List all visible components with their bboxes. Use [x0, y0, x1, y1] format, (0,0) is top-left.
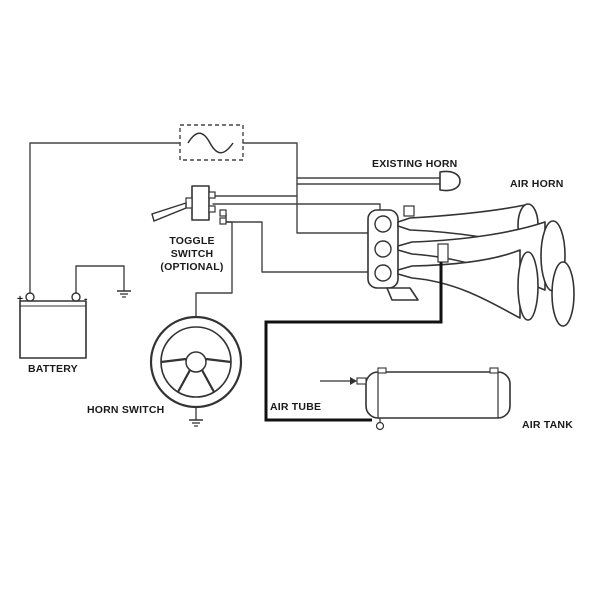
horn-switch-label: HORN SWITCH — [87, 404, 164, 416]
wire-battery-ground — [75, 265, 125, 297]
battery-positive-terminal — [25, 292, 35, 302]
toggle-switch-icon — [151, 185, 227, 225]
existing-horn-label: EXISTING HORN — [372, 158, 457, 170]
toggle-switch-label-line2: SWITCH — [171, 248, 214, 260]
toggle-switch-label-line1: TOGGLE — [169, 235, 214, 247]
wire-toggle-to-compressor — [225, 213, 381, 273]
battery-negative-sign: - — [84, 293, 88, 305]
battery-icon — [19, 292, 87, 359]
battery-positive-sign: + — [17, 293, 23, 305]
air-tank-icon — [320, 367, 511, 431]
ground-icon — [117, 290, 131, 298]
air-horn-label: AIR HORN — [510, 178, 564, 190]
wire-fuse-to-horn-junction — [242, 142, 381, 234]
wire-battery-to-fuse — [29, 142, 181, 297]
battery-label: BATTERY — [28, 363, 78, 375]
air-tube-label: AIR TUBE — [270, 401, 321, 413]
fuse-icon — [179, 124, 244, 161]
air-tube-line — [264, 262, 443, 422]
battery-negative-terminal — [71, 292, 81, 302]
wire-toggle-to-horn-switch — [195, 221, 233, 323]
horn-switch-ground-icon — [189, 419, 203, 427]
trumpet-horn-icon — [367, 203, 575, 327]
toggle-switch-label-line3: (OPTIONAL) — [160, 261, 223, 273]
existing-horn-icon — [439, 170, 461, 192]
steering-wheel-icon — [149, 315, 243, 409]
air-tank-label: AIR TANK — [522, 419, 573, 431]
